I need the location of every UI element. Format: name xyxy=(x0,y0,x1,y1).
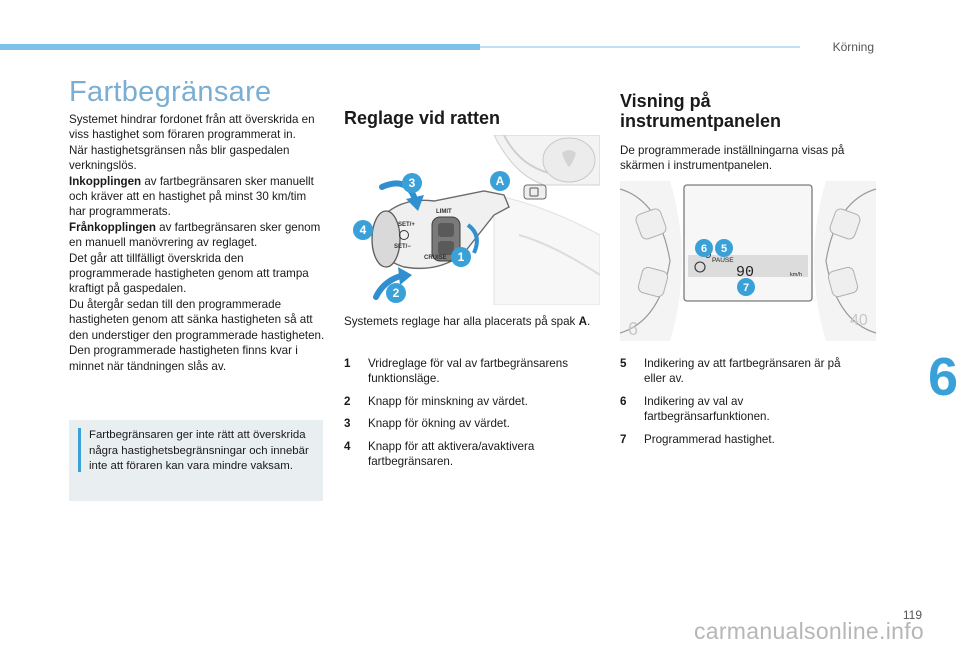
list-item: 5 Indikering av att fartbegränsaren är på… xyxy=(620,356,860,387)
paragraph-5: Det går att tillfälligt överskrida den p… xyxy=(69,251,309,296)
controls-list: 1 Vridreglage för val av fartbegränsarens… xyxy=(344,356,594,476)
paragraph-3: av fartbegränsaren sker manuellt och krä… xyxy=(69,174,314,219)
list-item: 4 Knapp för att aktivera/avaktivera fartb… xyxy=(344,439,594,470)
pause-label: PAUSE xyxy=(712,257,734,264)
callout-4 xyxy=(353,220,373,240)
list-item: 7 Programmerad hastighet. xyxy=(620,432,860,447)
paragraph-7: Den programmerade hastigheten finns kvar… xyxy=(69,344,298,373)
note-box: Fartbegränsaren ger inte rätt att översk… xyxy=(69,420,323,501)
svg-text:4: 4 xyxy=(360,223,367,237)
left-column: Fartbegränsare Systemet hindrar fordonet… xyxy=(69,76,325,374)
watermark: carmanualsonline.info xyxy=(693,618,924,644)
section-label: Körning xyxy=(832,40,874,54)
item-number: 2 xyxy=(344,394,351,408)
paragraph-2: När hastighetsgränsen nås blir gaspedale… xyxy=(69,143,290,173)
dial-left-number: 6 xyxy=(628,319,638,339)
paragraph-1: Systemet hindrar fordonet från att övers… xyxy=(69,113,315,142)
item-number: 6 xyxy=(620,394,627,408)
display-intro: De programmerade inställningarna visas p… xyxy=(620,144,845,173)
caption-end: . xyxy=(586,315,591,328)
title-line-2: instrumentpanelen xyxy=(620,111,782,131)
svg-text:2: 2 xyxy=(393,286,400,300)
callout-A xyxy=(490,171,510,191)
callout-6 xyxy=(695,239,713,257)
header-bar-thin xyxy=(480,46,800,48)
instrument-panel-figure: 6 40 PAUSE 90 km/h 6 5 7 xyxy=(620,181,876,341)
item-number: 4 xyxy=(344,439,351,453)
page-title: Fartbegränsare xyxy=(69,76,272,108)
callout-3 xyxy=(402,173,422,193)
title-line-1: Visning på xyxy=(620,91,711,111)
item-text: Indikering av att fartbegränsaren är på … xyxy=(644,357,841,386)
section-title-controls: Reglage vid ratten xyxy=(344,108,501,128)
caption-text: Systemets reglage har alla placerats på … xyxy=(344,315,576,328)
section-title-display: Visning på instrumentpanelen xyxy=(620,91,880,131)
callout-2 xyxy=(386,283,406,303)
svg-text:1: 1 xyxy=(458,250,465,264)
intro-text: Systemet hindrar fordonet från att övers… xyxy=(69,112,325,374)
list-item: 2 Knapp för minskning av värdet. xyxy=(344,394,594,409)
middle-column: Reglage vid ratten xyxy=(344,107,594,129)
list-item: 3 Knapp för ökning av värdet. xyxy=(344,416,594,431)
set-plus-label: SET/+ xyxy=(398,222,415,228)
set-minus-label: SET/− xyxy=(394,244,411,250)
svg-text:6: 6 xyxy=(701,243,707,255)
paragraph-3-bold: Inkopplingen xyxy=(69,174,142,188)
svg-text:7: 7 xyxy=(743,282,749,294)
list-item: 1 Vridreglage för val av fartbegränsarens… xyxy=(344,356,594,387)
item-text: Knapp för att aktivera/avaktivera fartbe… xyxy=(368,439,535,469)
cruise-label: CRUISE xyxy=(424,255,447,261)
header-bar xyxy=(0,44,480,50)
item-text: Vridreglage för val av fartbegränsarens … xyxy=(368,357,568,386)
note-text: Fartbegränsaren ger inte rätt att översk… xyxy=(89,429,309,473)
speed-value: 90 xyxy=(736,264,754,281)
note-marker xyxy=(78,428,81,472)
figure-caption: Systemets reglage har alla placerats på … xyxy=(344,314,594,329)
list-item: 6 Indikering av val av fartbegränsarfunkt… xyxy=(620,394,860,425)
paragraph-4-bold: Frånkopplingen xyxy=(69,220,156,234)
svg-text:5: 5 xyxy=(721,243,727,255)
limit-label: LIMIT xyxy=(436,209,452,215)
paragraph-4: av fartbegränsaren sker genom en manuell… xyxy=(69,220,321,250)
page-number: 119 xyxy=(902,608,922,622)
steering-control-figure: SET/+ SET/− LIMIT CRUISE 3 4 1 2 A xyxy=(344,135,600,305)
dial-right-number: 40 xyxy=(850,312,868,329)
callout-7 xyxy=(737,278,755,296)
item-number: 1 xyxy=(344,357,351,370)
item-text: Knapp för ökning av värdet. xyxy=(368,417,510,431)
callout-5 xyxy=(715,239,733,257)
item-number: 3 xyxy=(344,417,351,431)
item-number: 5 xyxy=(620,357,627,370)
display-list: 5 Indikering av att fartbegränsaren är på… xyxy=(620,356,860,454)
chapter-number: 6 xyxy=(927,347,958,407)
item-number: 7 xyxy=(620,432,627,446)
item-text: Knapp för minskning av värdet. xyxy=(368,394,528,408)
svg-text:3: 3 xyxy=(409,176,416,190)
right-column: Visning på instrumentpanelen De programm… xyxy=(620,91,880,174)
caption-letter: A xyxy=(578,315,587,328)
paragraph-6: Du återgår sedan till den programmerade … xyxy=(69,297,325,342)
item-text: Indikering av val av fartbegränsarfunkti… xyxy=(644,394,770,424)
item-text: Programmerad hastighet. xyxy=(644,432,775,446)
speed-unit: km/h xyxy=(790,272,802,278)
callout-1 xyxy=(451,247,471,267)
svg-text:A: A xyxy=(496,174,505,188)
